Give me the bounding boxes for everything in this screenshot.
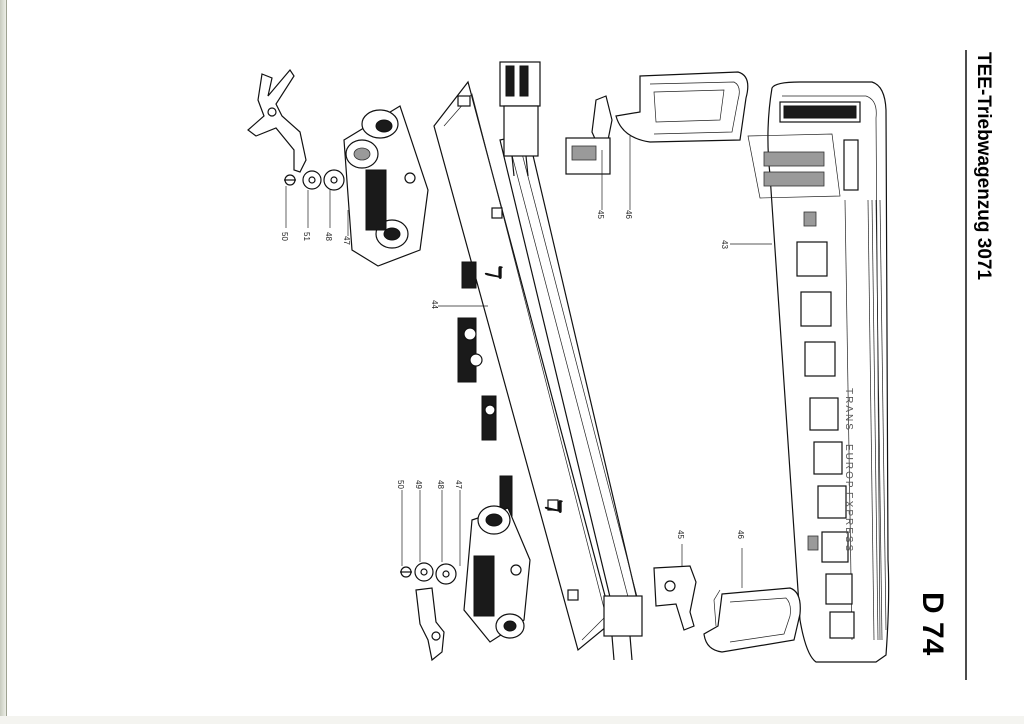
- end-cap-bottom-part: [703, 587, 801, 653]
- label-48-bottom: 48: [436, 480, 445, 489]
- label-45-top: 45: [596, 210, 605, 219]
- bogie-bottom-part: [463, 505, 531, 643]
- livery-trans: TRANS: [843, 388, 854, 432]
- body-shell-part: TRANS EUROP EXPRESS: [747, 81, 890, 663]
- label-47-top: 47: [342, 236, 351, 245]
- sheet-title: TEE-Triebwagenzug 3071: [973, 52, 994, 280]
- label-44: 44: [430, 300, 439, 309]
- chassis-frame-part: ℸ ℸ: [433, 61, 643, 661]
- end-cap-top-part: [615, 71, 749, 143]
- coupler-top-part: [565, 95, 613, 175]
- frame-logo-bottom: ℸ: [541, 496, 566, 513]
- label-51: 51: [302, 232, 311, 241]
- label-50-bottom: 50: [396, 480, 405, 489]
- label-46-top: 46: [624, 210, 633, 219]
- label-43: 43: [720, 240, 729, 249]
- sheet-code: D 74: [916, 592, 949, 656]
- label-50-top: 50: [280, 232, 289, 241]
- washers-top-part: [284, 169, 345, 191]
- label-49: 49: [414, 480, 423, 489]
- washers-bottom-part: [400, 562, 457, 585]
- page-edge: [0, 0, 7, 724]
- contact-spring-bottom-part: [415, 587, 445, 662]
- frame-logo-top: ℸ: [481, 262, 506, 279]
- label-45-bottom: 45: [676, 530, 685, 539]
- page-bottom-strip: [0, 716, 1024, 724]
- bogie-top-part: [343, 105, 429, 267]
- coupler-bottom-part: [653, 565, 697, 631]
- livery-europ: EUROP: [843, 444, 854, 490]
- label-47-bottom: 47: [454, 480, 463, 489]
- label-48-top: 48: [324, 232, 333, 241]
- contact-spring-top-part: [247, 69, 307, 173]
- livery-express: EXPRESS: [843, 492, 854, 553]
- label-46-bottom: 46: [736, 530, 745, 539]
